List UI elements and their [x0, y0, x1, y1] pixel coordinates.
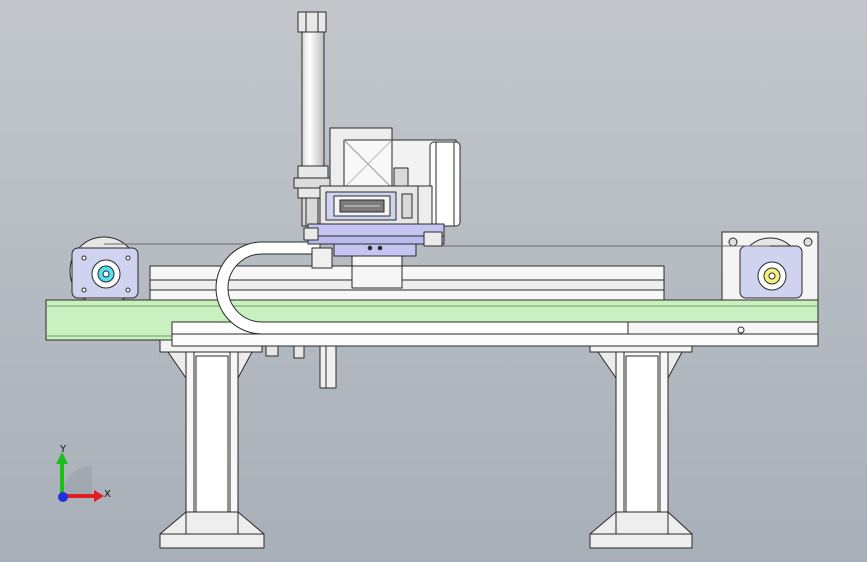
vertical-cylinder — [293, 11, 331, 227]
cable-carrier — [215, 241, 629, 335]
carriage-fittings — [303, 227, 443, 269]
y-axis-label: Y — [59, 444, 67, 455]
y-axis-arrow-icon — [56, 452, 68, 496]
under-beam-brackets — [265, 343, 337, 389]
linear-guide-rail — [149, 265, 665, 301]
servo-motor — [329, 127, 461, 227]
right-support-leg — [589, 339, 693, 549]
left-support-leg — [159, 339, 265, 549]
right-bearing-block — [721, 231, 819, 301]
orientation-triad[interactable]: Y X — [56, 444, 111, 502]
gearbox — [319, 185, 419, 227]
z-axis-dot-icon — [58, 492, 68, 502]
carriage-block — [307, 223, 445, 289]
left-bearing-block — [69, 236, 139, 306]
x-axis-label: X — [104, 489, 111, 500]
